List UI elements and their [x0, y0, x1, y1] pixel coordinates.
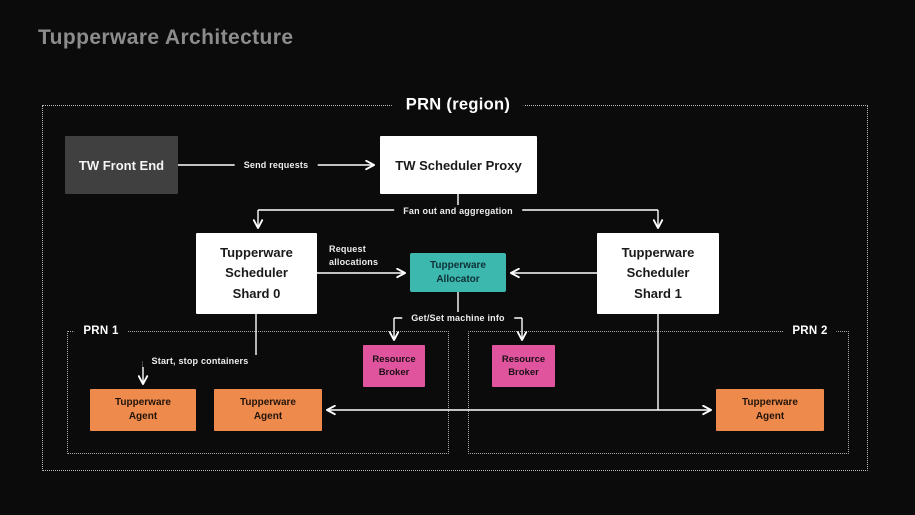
- tupperware-agent-2-label: Tupperware Agent: [240, 397, 296, 422]
- tupperware-agent-1-label: Tupperware Agent: [115, 397, 171, 422]
- prn2-label: PRN 2: [783, 325, 837, 337]
- scheduler-shard-1-label: Tupperware Scheduler Shard 1: [621, 245, 695, 301]
- edge-label-start-stop-containers: Start, stop containers: [142, 355, 258, 367]
- edge-label-fan-out: Fan out and aggregation: [394, 205, 522, 217]
- tupperware-agent-3-label: Tupperware Agent: [742, 397, 798, 422]
- page-title: Tupperware Architecture: [38, 26, 294, 49]
- prn-region-label: PRN (region): [391, 94, 525, 116]
- node-tupperware-agent-3: Tupperware Agent: [716, 389, 824, 431]
- node-tupperware-agent-2: Tupperware Agent: [214, 389, 322, 431]
- tw-scheduler-proxy-label: TW Scheduler Proxy: [395, 157, 522, 173]
- prn1-label: PRN 1: [74, 325, 128, 337]
- node-tw-scheduler-proxy: TW Scheduler Proxy: [380, 136, 537, 194]
- edge-label-send-requests: Send requests: [234, 159, 318, 171]
- node-scheduler-shard-0: Tupperware Scheduler Shard 0: [196, 233, 317, 314]
- node-resource-broker-2: Resource Broker: [492, 345, 555, 387]
- node-tupperware-allocator: Tupperware Allocator: [410, 253, 506, 292]
- scheduler-shard-0-label: Tupperware Scheduler Shard 0: [220, 245, 293, 301]
- node-tw-front-end: TW Front End: [65, 136, 178, 194]
- node-scheduler-shard-1: Tupperware Scheduler Shard 1: [597, 233, 719, 314]
- resource-broker-1-label: Resource Broker: [372, 353, 416, 378]
- resource-broker-2-label: Resource Broker: [501, 353, 546, 378]
- tw-front-end-label: TW Front End: [78, 157, 165, 173]
- tupperware-allocator-label: Tupperware Allocator: [430, 259, 486, 285]
- edge-label-get-set-machine-info: Get/Set machine info: [402, 312, 514, 324]
- edge-label-request-allocations: Request allocations: [329, 244, 379, 268]
- prn1-subregion-box: [67, 331, 449, 454]
- node-tupperware-agent-1: Tupperware Agent: [90, 389, 196, 431]
- node-resource-broker-1: Resource Broker: [363, 345, 425, 387]
